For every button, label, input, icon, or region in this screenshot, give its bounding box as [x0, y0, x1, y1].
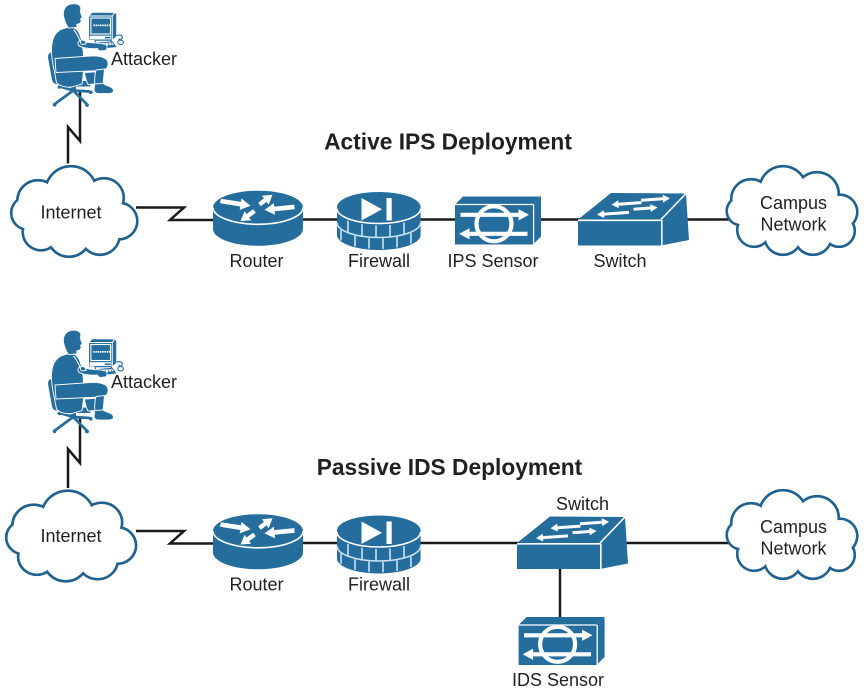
- svg-text:Router: Router: [229, 575, 283, 595]
- svg-text:Internet: Internet: [40, 203, 101, 223]
- svg-text:Attacker: Attacker: [111, 49, 177, 69]
- svg-text:Attacker: Attacker: [111, 372, 177, 392]
- svg-text:Firewall: Firewall: [348, 251, 410, 271]
- svg-text:Network: Network: [760, 539, 827, 559]
- svg-text:Passive IDS Deployment: Passive IDS Deployment: [317, 454, 583, 480]
- svg-text:Firewall: Firewall: [348, 575, 410, 595]
- svg-text:Switch: Switch: [593, 251, 646, 271]
- svg-text:IDS Sensor: IDS Sensor: [512, 670, 604, 688]
- svg-text:Active IPS Deployment: Active IPS Deployment: [324, 129, 572, 155]
- svg-text:Router: Router: [229, 251, 283, 271]
- svg-text:Campus: Campus: [760, 517, 827, 537]
- svg-text:Campus: Campus: [760, 193, 827, 213]
- svg-text:IPS Sensor: IPS Sensor: [447, 251, 538, 271]
- svg-text:Internet: Internet: [40, 526, 101, 546]
- svg-text:Network: Network: [760, 215, 827, 235]
- svg-text:Switch: Switch: [556, 494, 609, 514]
